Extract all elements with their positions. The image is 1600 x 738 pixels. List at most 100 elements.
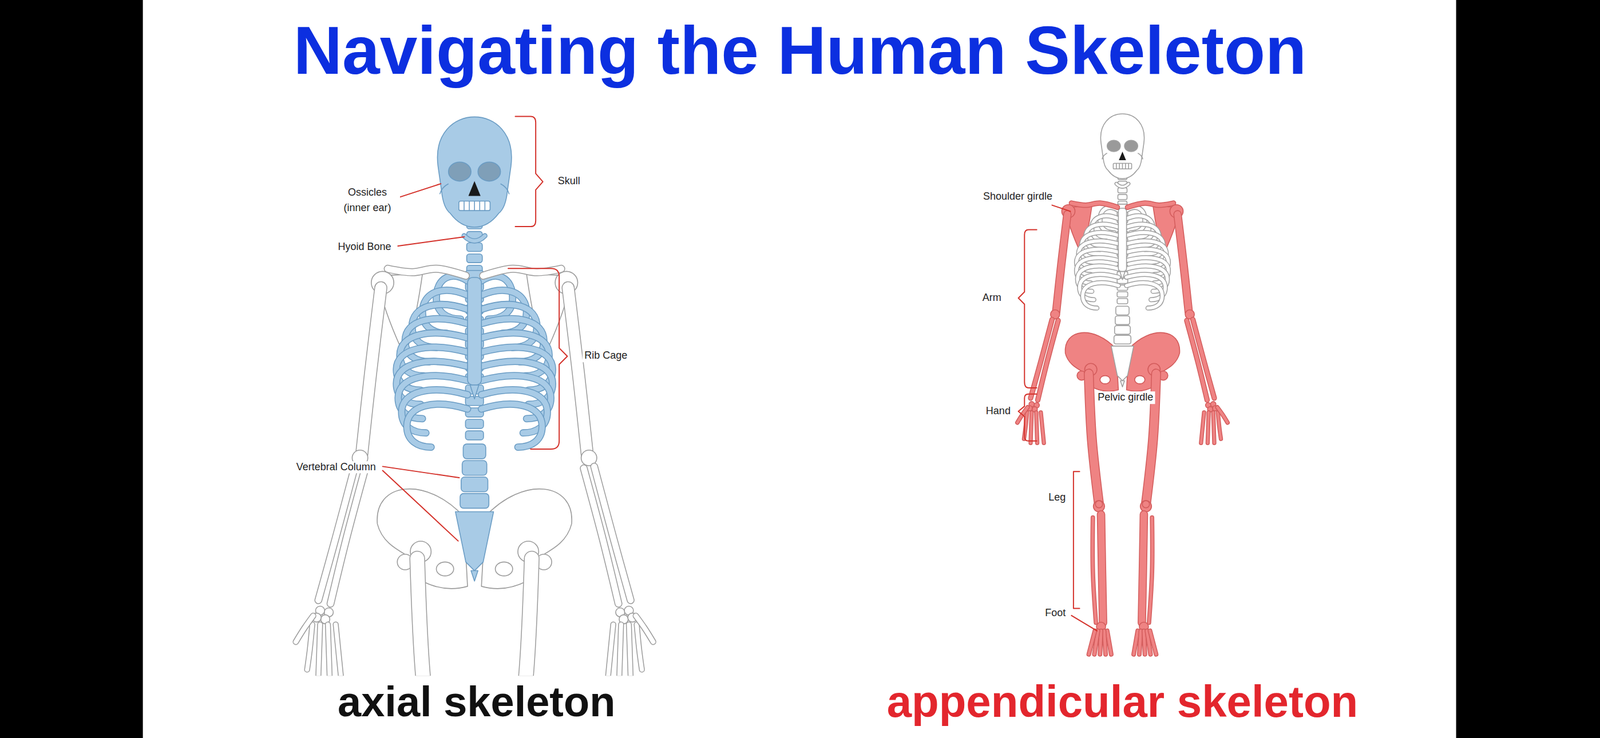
rib (481, 318, 544, 362)
rib (405, 318, 468, 362)
side-bar (1456, 0, 1600, 738)
part-label: Shoulder girdle (981, 190, 1055, 204)
part-label: Hand (984, 405, 1013, 418)
rib (1085, 224, 1119, 250)
finger (1036, 412, 1038, 444)
tooth-gap (1122, 163, 1124, 169)
leader-line (382, 470, 459, 542)
thumb (635, 615, 653, 642)
lumbar-vertebra (460, 493, 489, 509)
coccyx (470, 571, 478, 582)
finger (619, 624, 621, 677)
lumbar-vertebra (1115, 315, 1130, 325)
fibula (1092, 517, 1096, 624)
tibia (1141, 514, 1144, 623)
clavicle (1071, 203, 1118, 208)
part-label: Skull (556, 175, 582, 189)
tooth-gap (478, 200, 481, 211)
cheekbone (500, 183, 510, 194)
tibia (1101, 514, 1104, 623)
caption-text: axial skeleton (335, 676, 617, 728)
xiphoid (470, 385, 479, 399)
toe (1139, 631, 1142, 655)
cheekbone (1137, 153, 1143, 160)
clavicle (482, 268, 561, 276)
rib (481, 304, 537, 348)
finger (327, 624, 330, 677)
rib (406, 404, 468, 448)
sacrum (1111, 346, 1134, 382)
nasal-cavity (1118, 151, 1126, 161)
knee (1093, 500, 1106, 513)
finger (1207, 412, 1209, 444)
leader-line (397, 236, 465, 247)
tooth-gap (463, 200, 465, 211)
humerus (361, 287, 381, 455)
hyoid (1116, 183, 1129, 187)
clavicle (1127, 203, 1174, 208)
humerus (1056, 214, 1068, 313)
finger (335, 624, 342, 677)
tibia (1101, 514, 1104, 623)
lumbar-vertebra (462, 460, 487, 476)
thumb (1217, 407, 1228, 423)
finger (1030, 412, 1032, 444)
caption-text: appendicular skeleton (885, 675, 1361, 730)
patella (1095, 500, 1103, 508)
toe (1103, 631, 1106, 655)
part-label: Rib Cage (582, 350, 629, 363)
rib (1126, 215, 1154, 241)
finger (1213, 412, 1215, 444)
finger (1217, 412, 1221, 439)
nasal-cavity (468, 181, 481, 197)
femur (514, 558, 532, 676)
finger (636, 624, 643, 671)
clavicle (387, 268, 466, 276)
lumbar-vertebra (1115, 306, 1130, 315)
eye-socket (1107, 140, 1121, 152)
part-label: Ossicles (inner ear) (334, 184, 400, 216)
finger (1040, 412, 1044, 444)
finger (335, 624, 342, 677)
rib (481, 276, 513, 320)
rib (406, 404, 468, 448)
rib (481, 404, 542, 448)
rib (422, 290, 468, 334)
vertebra (1117, 291, 1128, 297)
finger (1201, 412, 1205, 444)
skull (1100, 113, 1144, 179)
finger (318, 624, 320, 677)
leader-line (1051, 205, 1071, 212)
lumbar-vertebra (461, 477, 489, 493)
rib-bracket (508, 268, 568, 450)
tooth-gap (1118, 163, 1120, 169)
clavicle (387, 268, 466, 276)
toe (1088, 631, 1096, 655)
thumb (295, 615, 314, 642)
finger (1036, 412, 1038, 444)
hyoid (464, 235, 485, 241)
toe (1107, 631, 1112, 655)
teeth (1113, 163, 1132, 169)
humerus (1056, 214, 1068, 313)
rib (436, 276, 468, 320)
toe (1139, 631, 1142, 655)
lumbar-vertebra (462, 444, 486, 459)
ulna (318, 466, 355, 601)
hand-bracket (1018, 394, 1037, 442)
fibula (1092, 517, 1096, 624)
rib (481, 290, 527, 334)
finger (1040, 412, 1044, 444)
rib (1126, 224, 1160, 250)
finger (619, 624, 621, 677)
rib (481, 404, 542, 448)
patella (1142, 500, 1150, 508)
rib (1085, 224, 1119, 250)
ulna (593, 466, 631, 601)
obturator-foramen (1134, 375, 1146, 384)
finger (628, 624, 631, 677)
cheekbone (440, 183, 449, 194)
side-bar (0, 0, 144, 738)
fibula (1149, 517, 1153, 624)
